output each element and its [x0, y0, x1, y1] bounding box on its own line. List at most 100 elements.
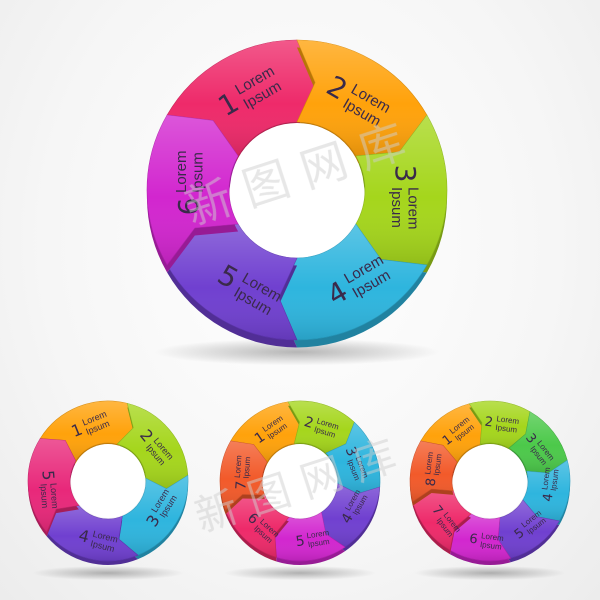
segment-highlight	[355, 115, 447, 265]
segment-highlight	[469, 401, 530, 449]
segment-label-line1: Lorem	[306, 528, 330, 540]
segment-label-line2: Ipsum	[432, 453, 444, 476]
segment-highlight	[410, 441, 458, 502]
segment-highlight	[297, 40, 427, 156]
diagram-shadow	[32, 565, 184, 581]
segment-highlight	[321, 483, 380, 548]
diagram-center-hole	[263, 444, 337, 518]
segment-highlight	[420, 403, 482, 462]
segment-highlight	[522, 460, 570, 521]
segment-label-line2: Ipsum	[388, 187, 405, 228]
segment-highlight	[509, 411, 568, 473]
diagram-shadow	[414, 565, 566, 581]
segment-highlight	[225, 494, 289, 558]
diagram-shadow	[224, 565, 376, 581]
segment-label-line1: Lorem	[233, 455, 244, 479]
segment-number: 3	[389, 165, 422, 183]
segment-label-line2: Ipsum	[479, 540, 502, 552]
segment-label-line1: Lorem	[404, 187, 421, 230]
diagram-shadow	[154, 338, 440, 366]
segment-number: 4	[77, 526, 91, 547]
segment-number: 5	[38, 470, 58, 481]
diagram-center-hole	[230, 123, 364, 257]
segment-highlight	[167, 40, 316, 156]
segment-label-line2: Ipsum	[307, 537, 330, 549]
segment-label-line1: Lorem	[496, 414, 520, 426]
segment-highlight	[450, 513, 511, 561]
diagram-center-hole	[453, 444, 527, 518]
segment-label-line1: Lorem	[173, 150, 190, 193]
segment-number: 7	[233, 480, 250, 490]
segment-label-line1: Lorem	[540, 466, 552, 490]
diagram-center-hole	[71, 444, 145, 518]
segment-label-line2: Ipsum	[549, 468, 561, 491]
segment-highlight	[274, 512, 346, 562]
segment-label-line1: Lorem	[481, 531, 505, 543]
segment-highlight	[278, 224, 427, 340]
segment-label-line2: Ipsum	[495, 423, 518, 435]
segment-number: 6	[468, 532, 478, 548]
segment-label-line2: Ipsum	[38, 483, 50, 508]
segment-highlight	[147, 115, 239, 265]
segment-highlight	[325, 422, 381, 494]
segment-number: 8	[424, 477, 440, 487]
segment-highlight	[288, 400, 355, 454]
segment-number: 2	[484, 415, 494, 431]
segment-highlight	[118, 475, 189, 556]
segment-highlight	[46, 505, 138, 561]
segment-label-line2: Ipsum	[242, 456, 253, 479]
segment-number: 6	[172, 198, 205, 216]
segment-number: 4	[541, 492, 557, 502]
segment-highlight	[40, 401, 134, 461]
segment-label-line1: Lorem	[48, 483, 60, 509]
segment-highlight	[230, 401, 300, 462]
segment-highlight	[28, 438, 79, 533]
segment-highlight	[167, 224, 297, 340]
segment-label-line2: Ipsum	[189, 152, 206, 193]
segment-highlight	[412, 489, 471, 551]
segment-highlight	[498, 500, 560, 559]
segment-number: 5	[295, 533, 306, 550]
segment-highlight	[117, 403, 188, 489]
segment-highlight	[220, 441, 268, 511]
segment-label-line1: Lorem	[423, 451, 435, 475]
